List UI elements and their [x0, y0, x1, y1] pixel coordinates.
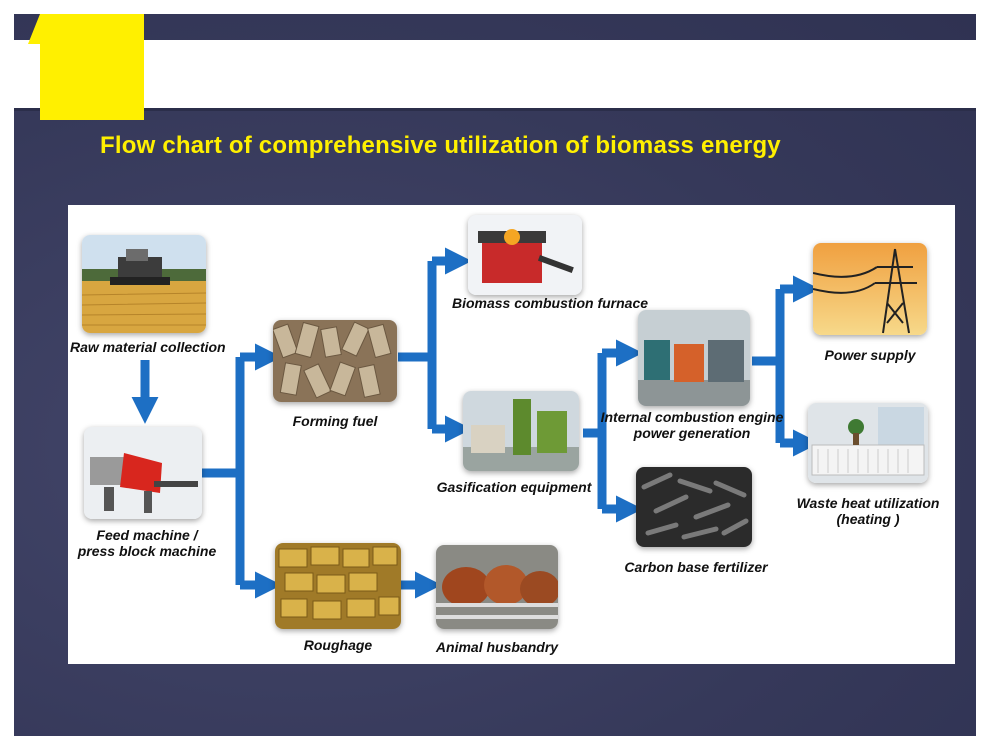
- feed-machine-label-line1: Feed machine /: [96, 527, 198, 543]
- feed-machine-image: [84, 427, 202, 519]
- page-title: Flow chart of comprehensive utilization …: [100, 132, 781, 159]
- ice-power-label-line2: power generation: [633, 425, 751, 441]
- raw-material-image: [82, 235, 206, 333]
- flowchart-panel: Raw material collection Feed machine / p…: [68, 205, 955, 664]
- raw-material-label: Raw material collection: [70, 339, 226, 355]
- feed-machine-label: Feed machine / press block machine: [70, 527, 224, 559]
- ice-power-label-line1: Internal combustion engine: [600, 409, 784, 425]
- waste-heat-label-line2: (heating ): [836, 511, 900, 527]
- waste-heat-label: Waste heat utilization (heating ): [768, 495, 968, 527]
- carbon-fertilizer-label: Carbon base fertilizer: [624, 559, 768, 575]
- power-supply-image: [813, 243, 927, 335]
- combustion-furnace-label: Biomass combustion furnace: [451, 295, 649, 311]
- arrow-feed-split: [200, 357, 245, 585]
- roughage-image: [275, 543, 401, 629]
- carbon-fertilizer-image: [636, 467, 752, 547]
- roughage-label: Roughage: [303, 637, 373, 653]
- waste-heat-image: [808, 403, 928, 483]
- arrow-gas-split: [583, 353, 607, 509]
- combustion-furnace-image: [468, 215, 582, 295]
- gasification-image: [463, 391, 579, 471]
- header-accent-block: [40, 14, 144, 120]
- forming-fuel-image: [273, 320, 397, 402]
- feed-machine-label-line2: press block machine: [77, 543, 217, 559]
- ice-power-label: Internal combustion engine power generat…: [592, 409, 792, 441]
- forming-fuel-label: Forming fuel: [292, 413, 378, 429]
- waste-heat-label-line1: Waste heat utilization: [796, 495, 940, 511]
- header-bar: [14, 40, 976, 111]
- arrow-engine-split: [752, 289, 785, 443]
- flow-arrows: [131, 247, 820, 599]
- arrow-fuel-split: [398, 261, 437, 429]
- animal-husbandry-image: [436, 545, 558, 629]
- ice-power-image: [638, 310, 750, 406]
- animal-husbandry-label: Animal husbandry: [435, 639, 559, 655]
- power-supply-label: Power supply: [824, 347, 916, 363]
- gasification-label: Gasification equipment: [436, 479, 592, 495]
